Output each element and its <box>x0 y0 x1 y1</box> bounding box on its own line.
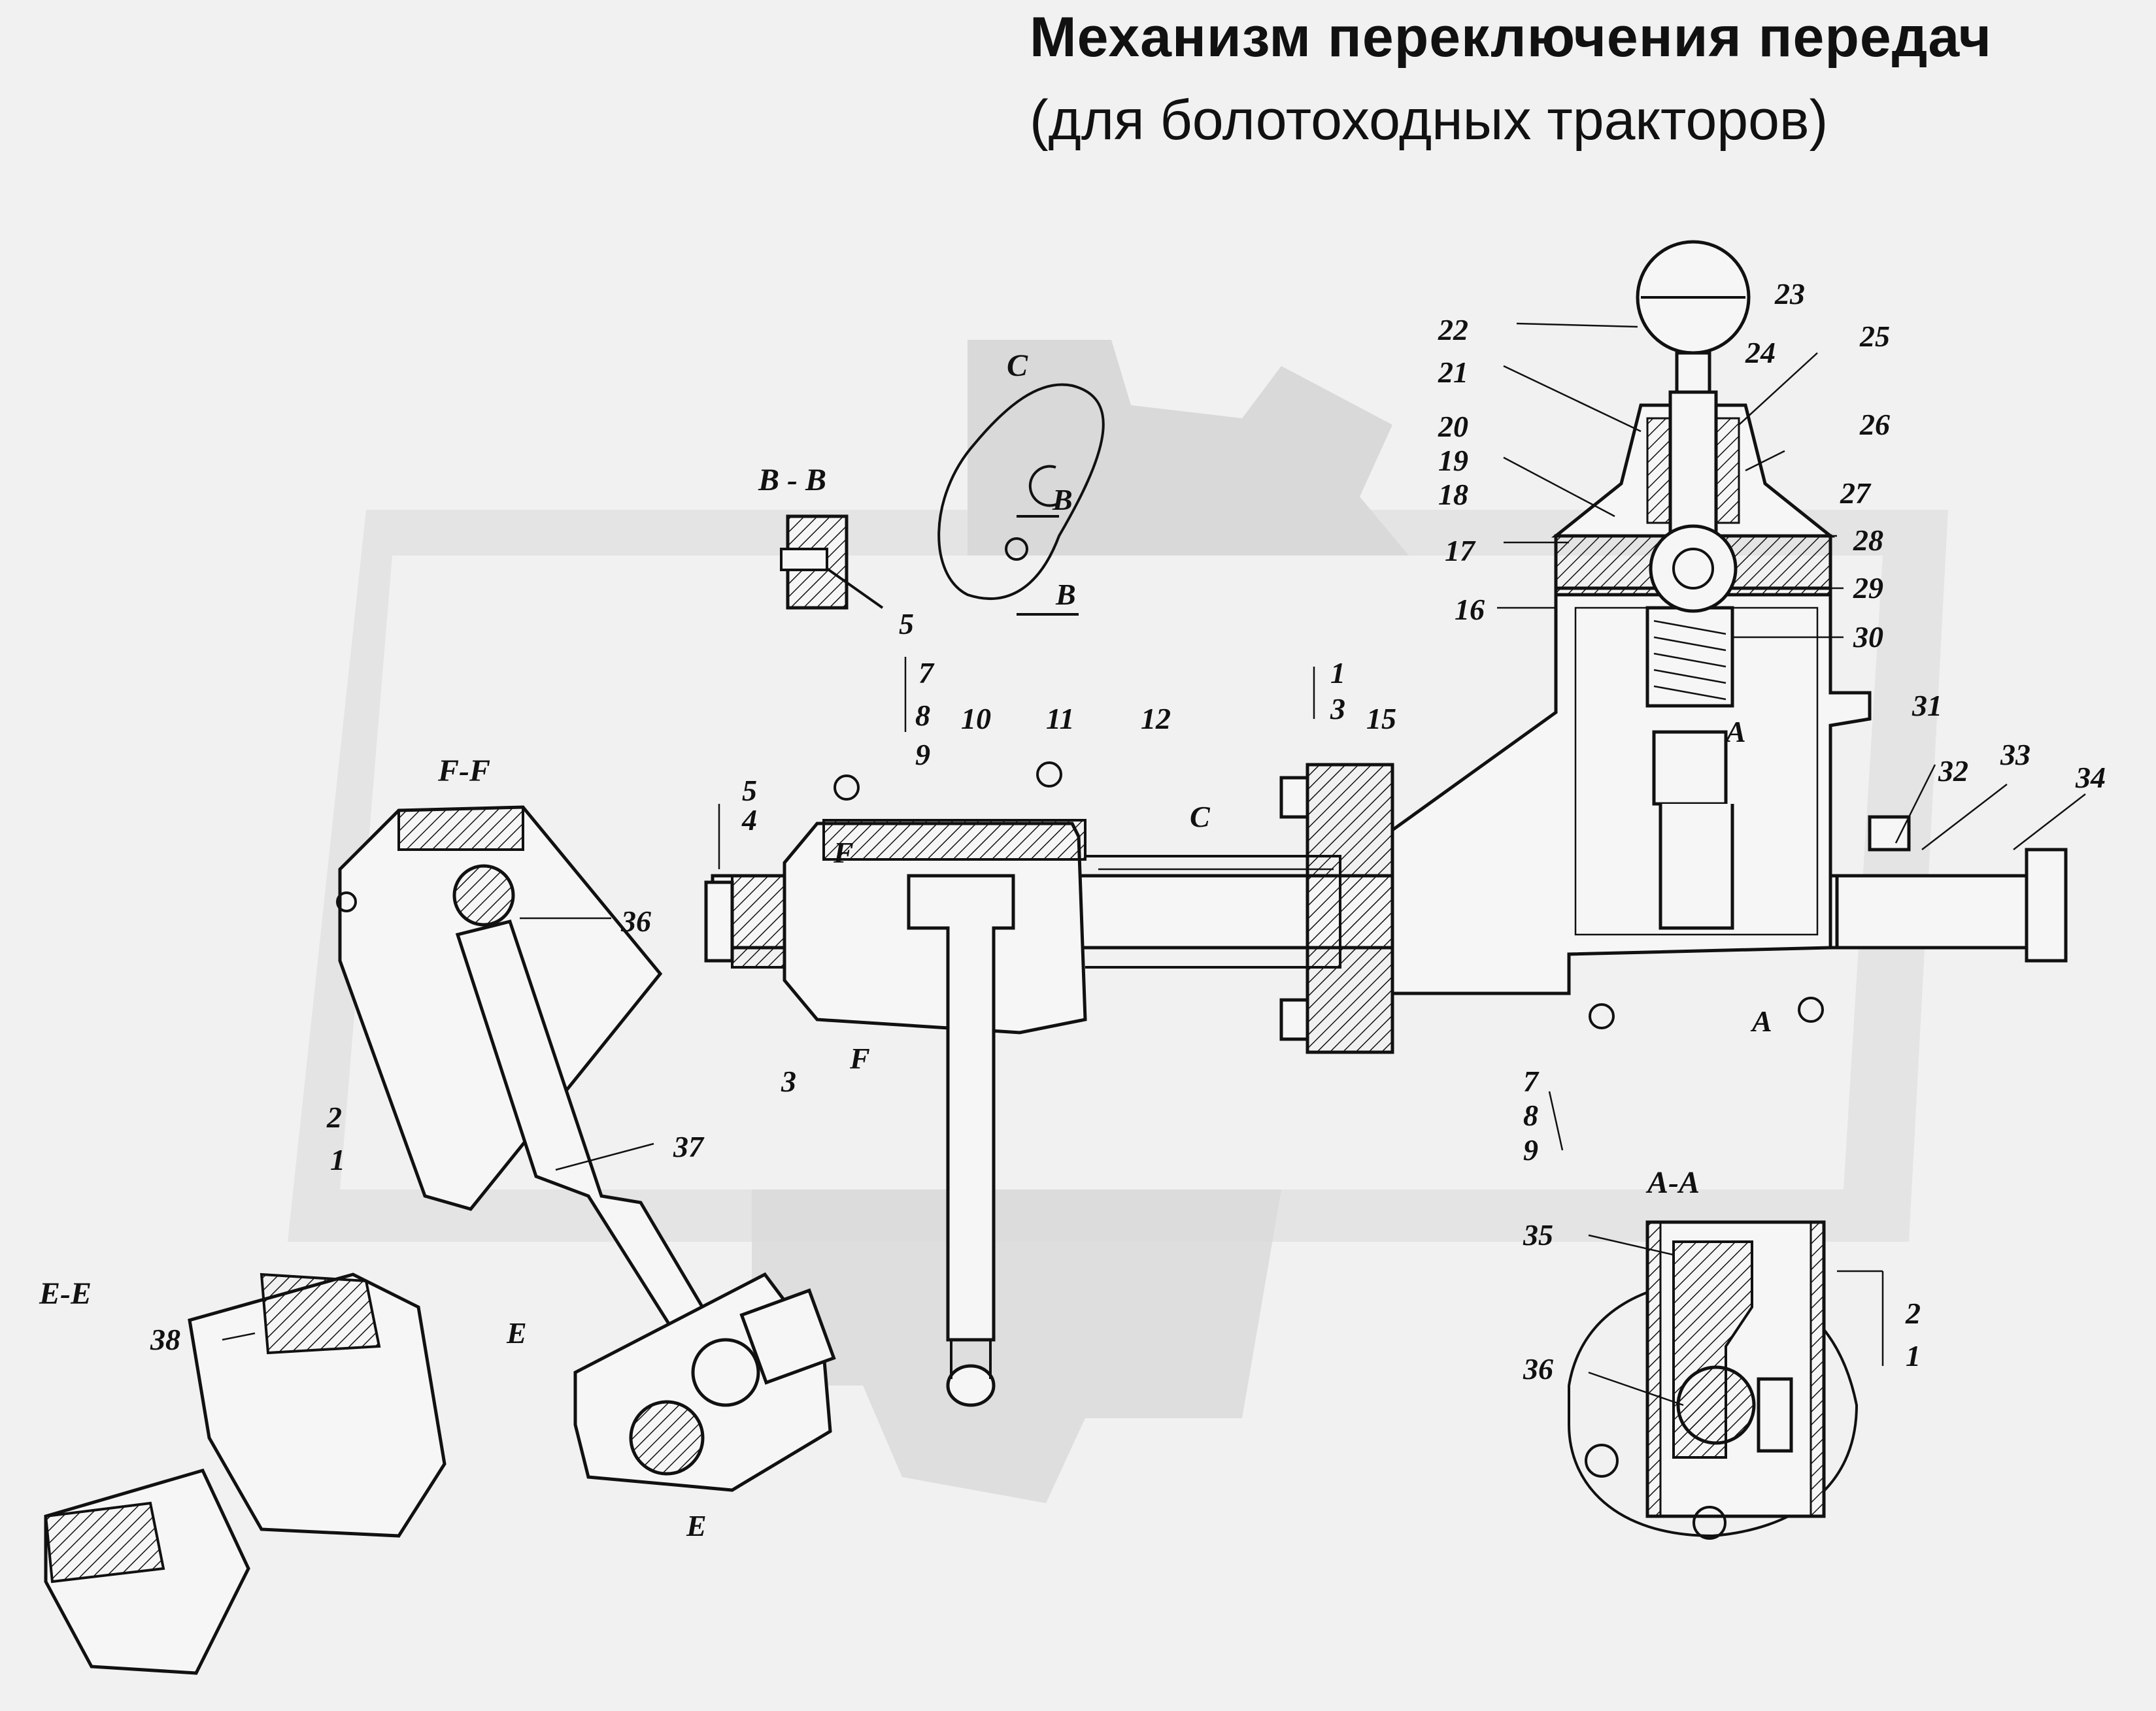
callout-1-top: 1 <box>1330 656 1345 689</box>
section-ff-label: F-F <box>437 754 490 788</box>
callout-12: 12 <box>1141 702 1171 735</box>
gear-lever <box>1551 240 1836 613</box>
cut-mark-a-bottom: A <box>1750 1005 1772 1038</box>
cut-mark-e-top: E <box>506 1316 527 1350</box>
callout-7-top: 7 <box>918 656 935 689</box>
cut-mark-f-top: F <box>833 836 854 869</box>
callout-19: 19 <box>1438 444 1468 477</box>
callout-26: 26 <box>1859 408 1890 441</box>
section-ee-label: E-E <box>39 1276 92 1311</box>
callout-1-ff: 1 <box>330 1143 345 1176</box>
callout-18: 18 <box>1438 478 1468 511</box>
callout-32: 32 <box>1938 754 1968 788</box>
callout-24: 24 <box>1745 336 1776 369</box>
section-bb-detail <box>780 514 884 610</box>
callout-36-ff: 36 <box>620 905 651 938</box>
section-aa-detail <box>1568 1220 1859 1540</box>
callout-8-bottom: 8 <box>1523 1099 1538 1132</box>
callout-20: 20 <box>1438 410 1468 443</box>
callout-4: 4 <box>741 803 757 837</box>
callout-27: 27 <box>1840 476 1872 510</box>
callout-16: 16 <box>1455 593 1485 626</box>
diagram-subtitle: (для болотоходных тракторов) <box>1030 89 1828 152</box>
diagram-title: Механизм переключения передач <box>1030 6 1992 69</box>
callout-10: 10 <box>961 702 991 735</box>
callout-5-left: 5 <box>742 774 757 807</box>
view-c-detail <box>937 383 1105 616</box>
cut-mark-f-bottom: F <box>849 1042 870 1075</box>
section-bb-label: B - B <box>758 463 826 497</box>
callout-15: 15 <box>1366 702 1396 735</box>
callout-38: 38 <box>150 1323 180 1356</box>
cut-mark-c: C <box>1190 800 1211 833</box>
lower-fork-assembly <box>573 1272 836 1492</box>
callout-9-bottom: 9 <box>1523 1133 1538 1167</box>
callout-9-top: 9 <box>915 738 930 771</box>
callout-3-bottom: 3 <box>781 1065 796 1098</box>
view-c-label: C <box>1007 348 1028 383</box>
cut-mark-b-top: B <box>1052 483 1073 516</box>
cut-mark-e-bottom: E <box>686 1509 707 1542</box>
callout-35: 35 <box>1523 1218 1553 1252</box>
callout-3-top: 3 <box>1330 692 1345 725</box>
part-callouts: 23 22 21 20 19 18 17 16 24 25 26 27 28 2… <box>150 277 2106 1386</box>
callout-29: 29 <box>1853 571 1883 605</box>
section-ee-detail <box>44 1272 446 1675</box>
section-ff-detail <box>336 805 728 1375</box>
callout-5-bb: 5 <box>899 607 914 640</box>
callout-28: 28 <box>1853 523 1883 557</box>
callout-8-top: 8 <box>915 699 930 732</box>
callout-7-bottom: 7 <box>1523 1065 1540 1098</box>
callout-22: 22 <box>1438 313 1468 346</box>
callout-33: 33 <box>2000 738 2030 771</box>
callout-11: 11 <box>1046 702 1074 735</box>
callout-25: 25 <box>1859 320 1890 353</box>
callout-30: 30 <box>1853 620 1883 654</box>
callout-21: 21 <box>1438 356 1468 389</box>
callout-36-aa: 36 <box>1523 1352 1553 1386</box>
callout-2-ff: 2 <box>326 1101 342 1134</box>
callout-23: 23 <box>1774 277 1805 310</box>
callout-31: 31 <box>1912 689 1942 722</box>
callout-1-aa: 1 <box>1906 1339 1921 1372</box>
callout-37: 37 <box>673 1130 705 1163</box>
callout-34: 34 <box>2075 761 2106 794</box>
callout-2-aa: 2 <box>1905 1297 1921 1330</box>
shift-finger-lever <box>907 874 1015 1407</box>
leader-lines <box>222 322 2086 1406</box>
section-aa-label: A-A <box>1645 1165 1700 1200</box>
callout-17: 17 <box>1445 534 1476 567</box>
cut-mark-a-top: A <box>1724 715 1746 748</box>
cut-mark-b-bottom: B <box>1055 578 1076 611</box>
